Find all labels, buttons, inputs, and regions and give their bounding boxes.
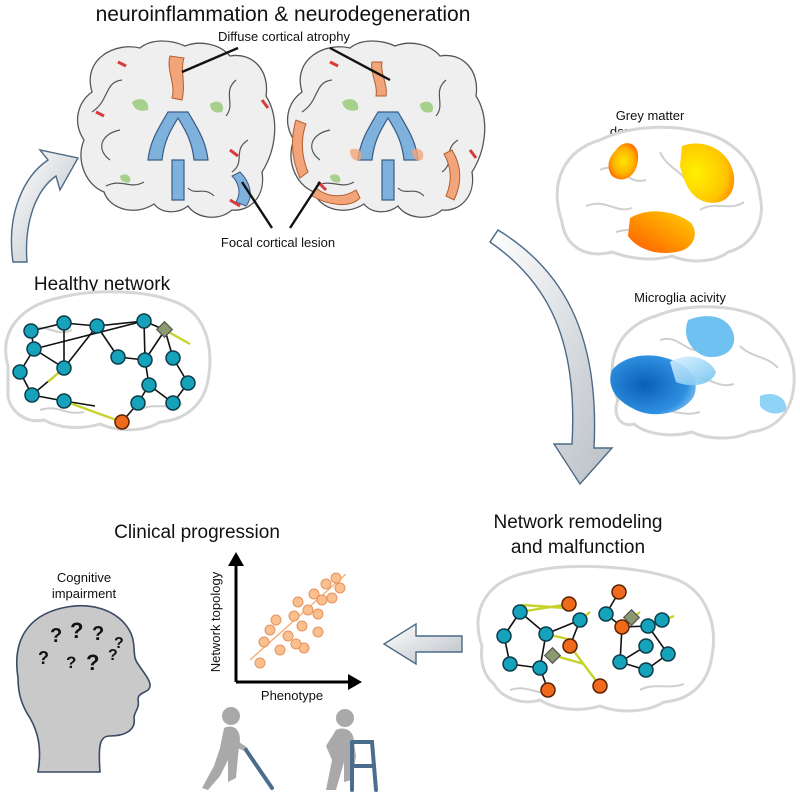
coronal-section-left — [76, 40, 276, 218]
cognitive-label-line1: Cognitive — [57, 570, 111, 585]
cognitive-head — [16, 604, 151, 773]
diffuse-atrophy-label: Diffuse cortical atrophy — [218, 29, 350, 44]
walker-person-icon — [326, 709, 378, 792]
atrophy-pointer-lines — [181, 46, 391, 82]
healthy-network-graph — [12, 313, 196, 430]
remodeling-title-line2: and malfunction — [511, 537, 645, 558]
arrow-to-remodeling-icon — [489, 229, 614, 486]
y-axis-arrowhead — [228, 552, 244, 566]
question-mark-icon: ? — [50, 625, 62, 647]
question-marks: ? ? ? ? ? ? ? ? — [38, 618, 124, 675]
lesion-pointer-lines — [240, 181, 322, 229]
question-mark-icon: ? — [92, 623, 104, 645]
clinical-progression-title: Clinical progression — [114, 522, 280, 543]
top-title: neuroinflammation & neurodegeneration — [96, 3, 471, 26]
microglia-brain — [610, 305, 796, 440]
arrow-to-pathology-icon — [10, 148, 80, 263]
y-axis-label: Network topology — [208, 571, 223, 672]
question-mark-icon: ? — [66, 653, 76, 672]
x-axis-arrowhead — [348, 674, 362, 690]
remodeled-network-graph — [496, 584, 676, 698]
remodeling-title-line1: Network remodeling — [494, 512, 663, 533]
question-mark-icon: ? — [70, 618, 83, 643]
question-mark-icon: ? — [86, 650, 99, 675]
grey-matter-label-line1: Grey matter — [616, 108, 685, 123]
phenotype-plot: Phenotype Network topology — [208, 552, 362, 703]
healthy-network-title: Healthy network — [34, 274, 171, 295]
walking-person-icon — [202, 707, 274, 790]
microglia-label: Microglia acivity — [634, 290, 726, 305]
focal-lesion-label: Focal cortical lesion — [221, 235, 335, 250]
question-mark-icon: ? — [38, 648, 49, 668]
question-mark-icon: ? — [108, 647, 118, 664]
coronal-section-right — [286, 40, 486, 218]
x-axis-label: Phenotype — [261, 688, 323, 703]
question-mark-icon: ? — [114, 635, 124, 652]
grey-matter-brain — [555, 125, 763, 263]
arrow-to-clinical-icon — [382, 622, 463, 666]
cognitive-label-line2: impairment — [52, 586, 117, 601]
